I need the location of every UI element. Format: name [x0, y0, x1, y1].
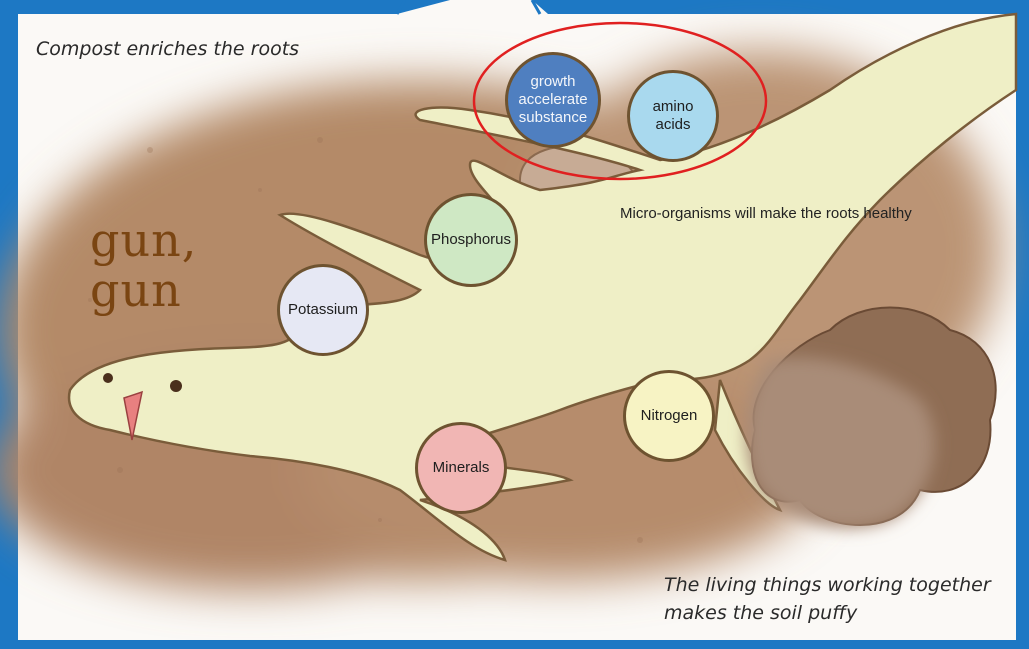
nutrient-growth-substance: growth accelerate substance	[505, 52, 601, 148]
caption-soil-line1: The living things working together	[664, 571, 991, 599]
sound-effect-line2: gun	[90, 265, 197, 315]
caption-soil-line2: makes the soil puffy	[664, 599, 991, 627]
nutrient-potassium: Potassium	[277, 264, 369, 356]
sound-effect-line1: gun,	[90, 215, 197, 265]
sound-effect-text: gun, gun	[90, 215, 197, 315]
nutrient-minerals: Minerals	[415, 422, 507, 514]
caption-microorganisms: Micro-organisms will make the roots heal…	[620, 205, 912, 222]
root-eye-left	[103, 373, 113, 383]
caption-soil: The living things working together makes…	[664, 571, 991, 627]
root-eye-right	[170, 380, 182, 392]
caption-compost: Compost enriches the roots	[36, 38, 299, 60]
nutrient-amino-acids: amino acids	[627, 70, 719, 162]
nutrient-phosphorus: Phosphorus	[424, 193, 518, 287]
nutrient-nitrogen: Nitrogen	[623, 370, 715, 462]
